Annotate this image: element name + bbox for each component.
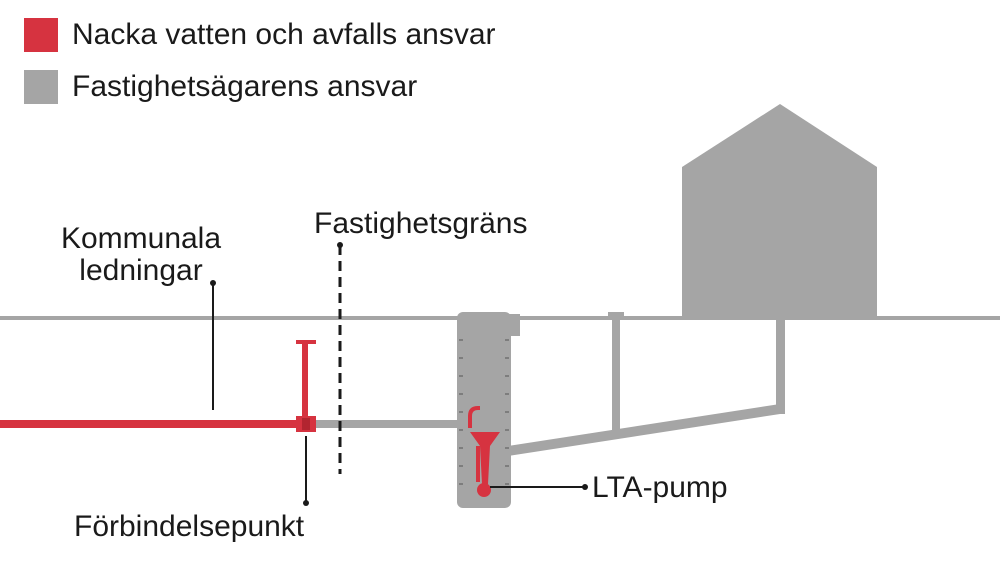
pump-well-ribs (459, 339, 509, 485)
lta-pump-icon (468, 406, 500, 497)
connection-valve-icon (296, 340, 316, 432)
legend-swatch-gray (24, 70, 58, 104)
leader-dot-municipal (210, 280, 216, 286)
owner-pipe (316, 420, 460, 428)
house-drop-pipe (776, 318, 785, 414)
legend-label-owner: Fastighetsägarens ansvar (72, 70, 418, 103)
label-property-boundary: Fastighetsgräns (314, 207, 528, 240)
label-municipal-pipes-line1: Kommunala (60, 222, 222, 255)
legend-label-municipal: Nacka vatten och avfalls ansvar (72, 18, 496, 51)
pump-well (457, 312, 511, 508)
legend-item-municipal: Nacka vatten och avfalls ansvar (24, 18, 496, 52)
label-connection-point: Förbindelsepunkt (74, 510, 305, 543)
label-municipal-pipes-line2: ledningar (79, 254, 203, 287)
vent-pipe (612, 318, 620, 438)
label-lta-pump: LTA-pump (592, 471, 728, 504)
municipal-pipe (0, 420, 302, 428)
legend-item-owner: Fastighetsägarens ansvar (24, 70, 417, 104)
legend-swatch-red (24, 18, 58, 52)
pump-well-cover (506, 314, 520, 336)
property-boundary-dot (337, 242, 343, 248)
house-shape (682, 104, 877, 318)
leader-dot-lta (582, 484, 588, 490)
vent-cap (608, 312, 624, 318)
leader-dot-connection (303, 500, 309, 506)
house-drain-pipe (508, 404, 780, 456)
